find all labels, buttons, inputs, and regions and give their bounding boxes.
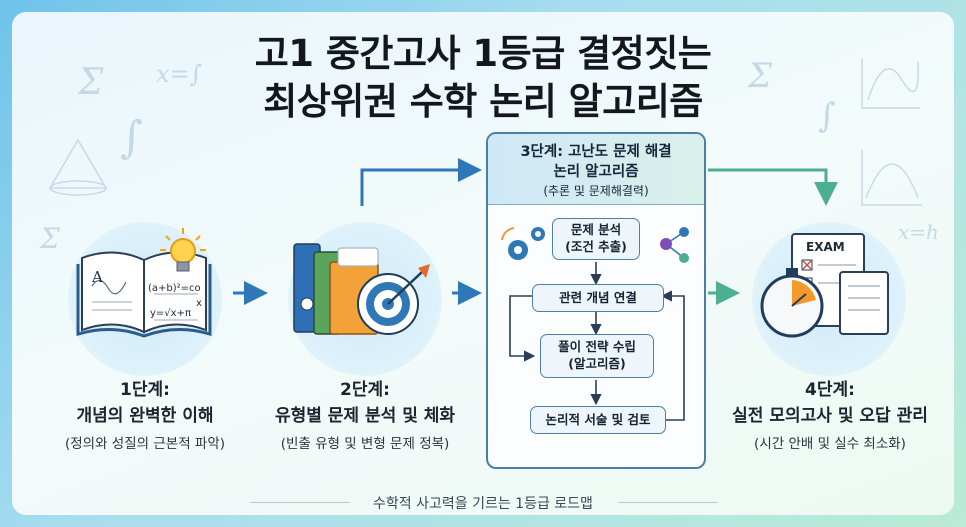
sigma-decoration: Σ	[78, 62, 104, 103]
node-problem-analysis-label: 문제 분석	[570, 222, 622, 237]
lightbulb-icon	[160, 228, 206, 272]
binders-target-icon	[293, 243, 430, 335]
node-strategy: 풀이 전략 수립 (알고리즘)	[540, 334, 654, 378]
step2-note: (빈출 유형 및 변형 문제 정복)	[280, 436, 450, 452]
node-strategy-sub: (알고리즘)	[568, 356, 626, 371]
step4-title: 4단계:	[805, 380, 855, 400]
book-formula-root: y=√x+π	[150, 308, 191, 319]
footer-divider-left	[250, 502, 350, 503]
node-concept-link: 관련 개념 연결	[532, 284, 664, 312]
book-formula-x: x	[196, 298, 202, 309]
node-logical-writing: 논리적 서술 및 검토	[530, 406, 666, 434]
step4-subtitle: 실전 모의고사 및 오답 관리	[732, 406, 928, 426]
sigma-decoration: Σ	[748, 56, 773, 96]
footer-caption: 수학적 사고력을 기르는 1등급 로드맵	[373, 496, 593, 512]
page-title-line-2: 최상위권 수학 논리 알고리즘	[263, 80, 703, 123]
step1-subtitle: 개념의 완벽한 이해	[76, 406, 214, 426]
sigma-decoration: Σ	[40, 222, 60, 255]
step3-title: 3단계: 고난도 문제 해결	[520, 144, 672, 160]
footer-divider-right	[618, 502, 718, 503]
integral-decoration: ∫	[120, 112, 143, 163]
algorithm-flow-lines	[501, 227, 689, 421]
step2-subtitle: 유형별 문제 분석 및 체화	[274, 406, 456, 426]
step4-note: (시간 안배 및 실수 최소화)	[754, 436, 906, 452]
algorithm-panel: 3단계: 고난도 문제 해결 논리 알고리즘 (추론 및 문제해결력)	[486, 132, 706, 469]
step2-title: 2단계:	[340, 380, 390, 400]
page-title-line-1: 고1 중간고사 1등급 결정짓는	[254, 32, 712, 75]
book-formula-square: (a+b)²=co	[148, 283, 201, 294]
node-strategy-label: 풀이 전략 수립	[558, 339, 636, 354]
open-book-icon	[76, 251, 212, 338]
variable-decoration: x=h	[898, 220, 939, 244]
node-problem-analysis-sub: (조건 추출)	[565, 239, 627, 254]
step1-title: 1단계:	[120, 380, 170, 400]
node-problem-analysis: 문제 분석 (조건 추출)	[552, 218, 640, 260]
exam-label: EXAM	[806, 240, 845, 254]
integral-decoration: ∫	[818, 96, 836, 136]
step3-subtitle: 논리 알고리즘	[553, 164, 639, 180]
step3-note: (추론 및 문제해결력)	[543, 184, 649, 198]
book-formula-a: A	[92, 268, 103, 286]
algorithm-header	[488, 134, 704, 205]
node-concept-link-label: 관련 개념 연결	[559, 290, 637, 305]
integral-formula-decoration: x=∫	[156, 60, 203, 88]
step1-note: (정의와 성질의 근본적 파악)	[64, 436, 226, 452]
node-logical-writing-label: 논리적 서술 및 검토	[545, 412, 651, 427]
exam-stopwatch-icon	[760, 233, 889, 338]
